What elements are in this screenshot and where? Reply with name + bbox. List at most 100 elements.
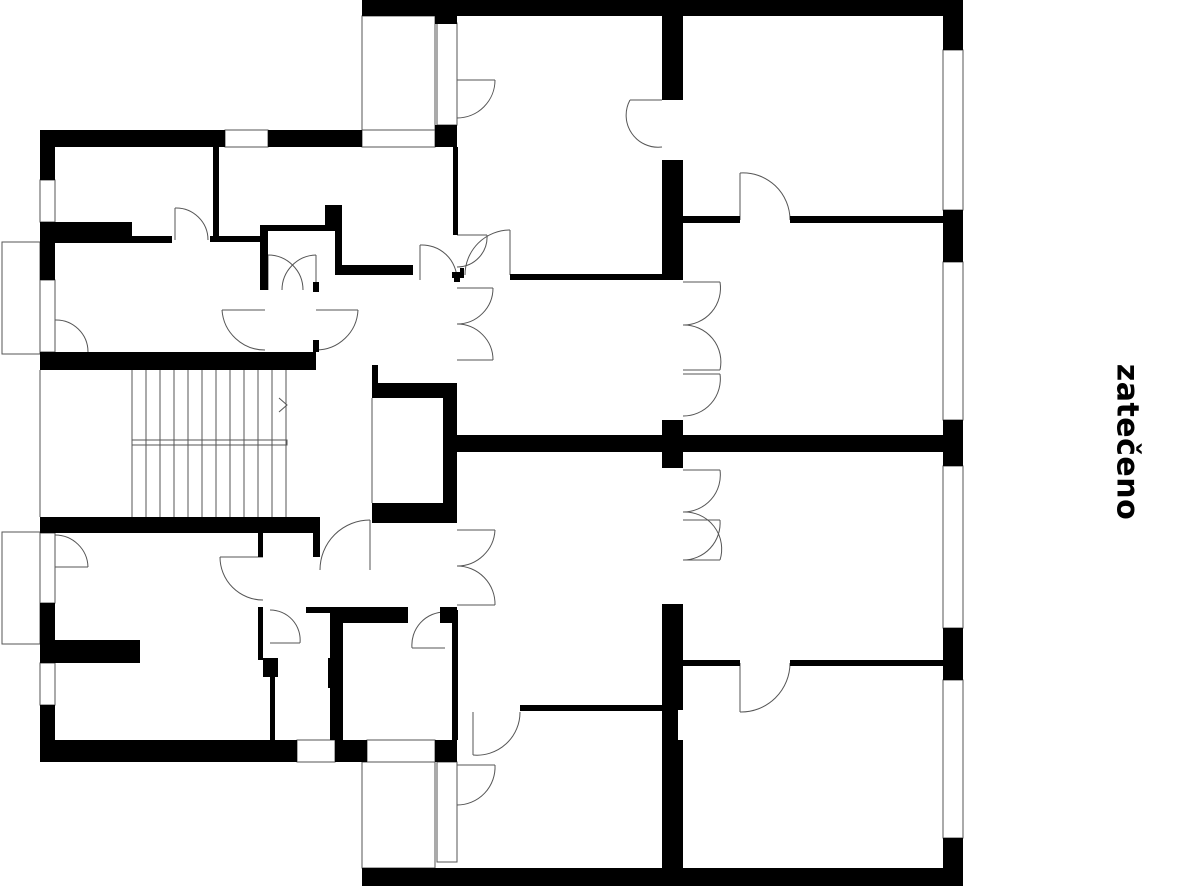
wall <box>258 533 263 557</box>
wall <box>435 16 457 24</box>
window <box>296 739 336 763</box>
window <box>942 49 964 211</box>
door-swing-arc <box>54 534 89 568</box>
door-swing-arc <box>315 309 359 351</box>
wall <box>343 607 408 623</box>
wall <box>435 125 457 147</box>
wall <box>435 740 457 762</box>
window <box>39 179 56 223</box>
door-swing-arc <box>682 519 721 561</box>
wall <box>372 503 457 523</box>
window <box>39 532 56 604</box>
wall <box>132 236 172 243</box>
wall <box>372 383 457 398</box>
door-swing-arc <box>54 319 89 353</box>
wall <box>362 0 963 16</box>
door-swing-arc <box>456 764 496 806</box>
door-swing-arc <box>682 469 721 513</box>
wall <box>313 340 319 352</box>
door-swing-arc <box>464 229 511 276</box>
wall <box>260 225 335 231</box>
window <box>361 129 436 148</box>
door-swing-arc <box>739 172 791 221</box>
walls <box>40 0 963 886</box>
wall <box>683 216 740 223</box>
window <box>942 465 964 629</box>
door-swing-arc <box>739 662 791 713</box>
wall <box>453 147 458 235</box>
wall <box>40 640 140 663</box>
wall <box>260 225 268 290</box>
wall <box>40 222 132 243</box>
door-swing-arc <box>319 519 371 571</box>
window <box>39 662 56 706</box>
wall <box>313 533 320 557</box>
door-swing-arc <box>411 611 446 649</box>
wall <box>440 607 457 623</box>
wall <box>213 147 219 240</box>
wall <box>520 705 662 711</box>
wall <box>40 517 320 533</box>
door-swing-arc <box>281 254 317 291</box>
wall <box>443 383 457 515</box>
door-swing-arc <box>456 323 494 361</box>
wall <box>943 0 963 50</box>
wall <box>335 205 342 275</box>
wall <box>40 740 297 762</box>
wall <box>452 610 458 740</box>
window <box>361 15 436 131</box>
window <box>942 679 964 839</box>
door-swing-arc <box>269 609 301 644</box>
wall <box>313 282 319 292</box>
window <box>366 739 436 763</box>
wall <box>40 130 225 147</box>
wall <box>362 868 963 886</box>
wall <box>335 740 367 762</box>
door-swings <box>54 79 791 806</box>
door-swing-arc <box>456 79 496 119</box>
wall <box>790 660 943 666</box>
door-swing-arc <box>456 529 496 567</box>
wall <box>210 236 262 242</box>
wall <box>258 607 263 660</box>
wall <box>260 280 266 290</box>
window <box>436 22 458 126</box>
door-swing-arc <box>456 234 488 268</box>
door-swing-arc <box>682 281 721 326</box>
window <box>361 761 436 869</box>
door-swing-arc <box>174 207 209 241</box>
wall <box>662 16 683 100</box>
window <box>1 241 41 355</box>
wall <box>372 365 378 383</box>
window <box>39 279 56 353</box>
staircase <box>131 370 288 517</box>
door-swing-arc <box>625 99 663 148</box>
wall <box>683 660 740 666</box>
door-swing-arc <box>472 711 521 756</box>
door-swing-arc <box>456 565 496 606</box>
wall <box>662 740 683 868</box>
window <box>436 761 458 863</box>
wall <box>943 210 963 262</box>
annotation-label: zatečeno <box>1109 363 1145 521</box>
wall <box>510 274 662 280</box>
door-swing-arc <box>682 324 722 371</box>
window <box>1 531 41 645</box>
wall <box>270 677 275 740</box>
wall <box>268 130 362 147</box>
wall <box>662 160 683 280</box>
door-swing-arc <box>419 244 458 281</box>
door-swing-arc <box>221 309 266 351</box>
wall <box>790 216 943 223</box>
wall <box>40 352 316 370</box>
column-marker <box>452 268 464 282</box>
wall <box>328 658 337 688</box>
door-swing-arc <box>456 287 494 325</box>
stair-landing <box>131 439 288 446</box>
wall <box>263 658 278 677</box>
wall <box>342 265 413 275</box>
wall <box>943 628 963 680</box>
door-swing-arc <box>682 373 721 417</box>
wall <box>457 435 963 452</box>
